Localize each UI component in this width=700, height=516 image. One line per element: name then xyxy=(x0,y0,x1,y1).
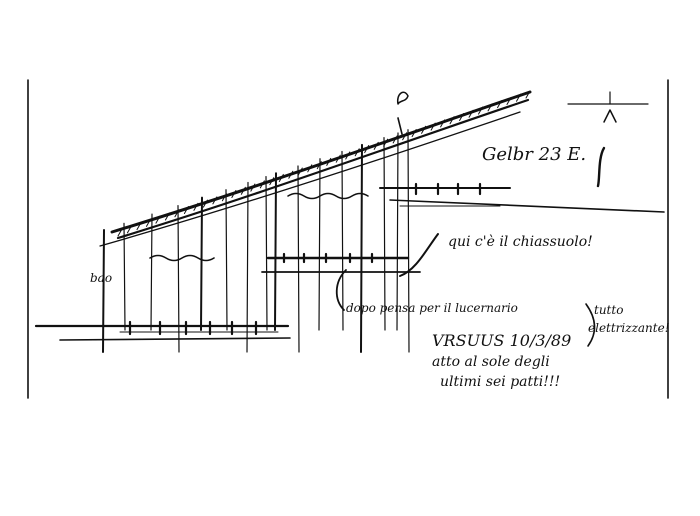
roof-hatch-tick xyxy=(259,180,265,189)
vertical-stroke xyxy=(246,181,249,353)
roof-hatch-tick xyxy=(250,183,256,192)
top-right-figure xyxy=(567,91,649,123)
roof-hatch-tick xyxy=(117,228,123,237)
roof-hatch-tick xyxy=(516,93,522,102)
roof-hatch-tick xyxy=(373,141,379,150)
vertical-stroke xyxy=(177,204,180,353)
slab-wavy-left xyxy=(149,254,215,262)
roof-hatch-tick xyxy=(212,196,218,205)
structural-verticals xyxy=(102,129,410,353)
roof-hatch-tick xyxy=(335,154,341,163)
roof-hatch-tick xyxy=(307,164,313,173)
roof-hatch-tick xyxy=(136,222,142,231)
roof-hatch-tick xyxy=(202,199,208,208)
chiassuolo-bracket xyxy=(399,233,439,277)
roof-hatch-tick xyxy=(421,125,427,134)
annotation-left: bao xyxy=(90,271,112,285)
roof-hatch-tick xyxy=(231,189,237,198)
roof-hatch-tick xyxy=(487,103,493,112)
roof-hatch-tick xyxy=(164,212,170,221)
vertical-stroke xyxy=(274,172,277,331)
roof-hatch-tick xyxy=(440,119,446,128)
vertical-stroke xyxy=(225,189,228,331)
vertical-stroke xyxy=(318,158,321,331)
roof-hatch-tick xyxy=(316,161,322,170)
roof-hatch-tick xyxy=(326,157,332,166)
roof-hatch-tick xyxy=(364,145,370,154)
slab-left-low xyxy=(34,324,291,341)
annotation-date-2: atto al sole degli xyxy=(432,354,550,370)
roof-hatch-tick xyxy=(297,167,303,176)
roof-hatch-tick xyxy=(430,122,436,131)
right-bracket xyxy=(585,303,596,347)
roof-hatch-tick xyxy=(459,112,465,121)
roof-hatch-tick xyxy=(354,148,360,157)
vertical-stroke xyxy=(150,213,153,331)
annotation-date-3: ultimi sei patti!!! xyxy=(440,374,560,390)
annotation-top-right: Gelbr 23 E. xyxy=(482,144,586,165)
annotation-far-right-1: tutto xyxy=(594,303,623,317)
slab-wavy-top xyxy=(287,192,369,200)
roof-hatch-tick xyxy=(411,129,417,138)
vertical-stroke xyxy=(360,143,363,353)
center-bracket xyxy=(335,269,347,311)
annotation-date-1: VRSUUS 10/3/89 xyxy=(432,331,571,350)
roof-hatch-tick xyxy=(525,90,531,99)
roof-hatch-tick xyxy=(392,135,398,144)
roof-hatch-tick xyxy=(278,173,284,182)
roof-hatch-tick xyxy=(288,170,294,179)
vertical-stroke xyxy=(341,150,344,331)
slab-middle xyxy=(261,256,421,273)
roof-hatch-tick xyxy=(126,225,132,234)
roof-hatch-tick xyxy=(240,186,246,195)
vertical-stroke xyxy=(265,175,268,331)
roof-slope xyxy=(99,90,532,247)
roof-hatch-tick xyxy=(193,202,199,211)
vertical-stroke xyxy=(102,229,105,353)
vertical-stroke xyxy=(123,222,126,331)
roof-hatch-tick xyxy=(497,100,503,109)
roof-hatch-tick xyxy=(269,177,275,186)
slab-ticks xyxy=(128,182,482,336)
roof-hatch-tick xyxy=(345,151,351,160)
roof-hatch-tick xyxy=(478,106,484,115)
right-tall-glyph xyxy=(596,146,606,188)
vertical-stroke xyxy=(200,196,203,331)
annotation-far-right-2: elettrizzante! xyxy=(588,321,670,335)
roof-hatch-tick xyxy=(145,218,151,227)
vertical-stroke xyxy=(383,137,386,331)
top-figure xyxy=(396,91,409,135)
roof-hatch-tick xyxy=(155,215,161,224)
roof-hatch-tick xyxy=(183,206,189,215)
vertical-stroke xyxy=(396,132,399,331)
annotation-center: dopo pensa per il lucernario xyxy=(346,301,518,315)
roof-hatch-tick xyxy=(468,109,474,118)
annotation-chiassuolo: qui c'è il chiassuolo! xyxy=(448,234,593,250)
roof-hatch-tick xyxy=(449,116,455,125)
roof-hatch-tick xyxy=(506,96,512,105)
vertical-stroke xyxy=(407,129,410,353)
slab-upper-right xyxy=(379,187,665,213)
roof-hatch-tick xyxy=(402,132,408,141)
vertical-stroke xyxy=(297,165,300,353)
